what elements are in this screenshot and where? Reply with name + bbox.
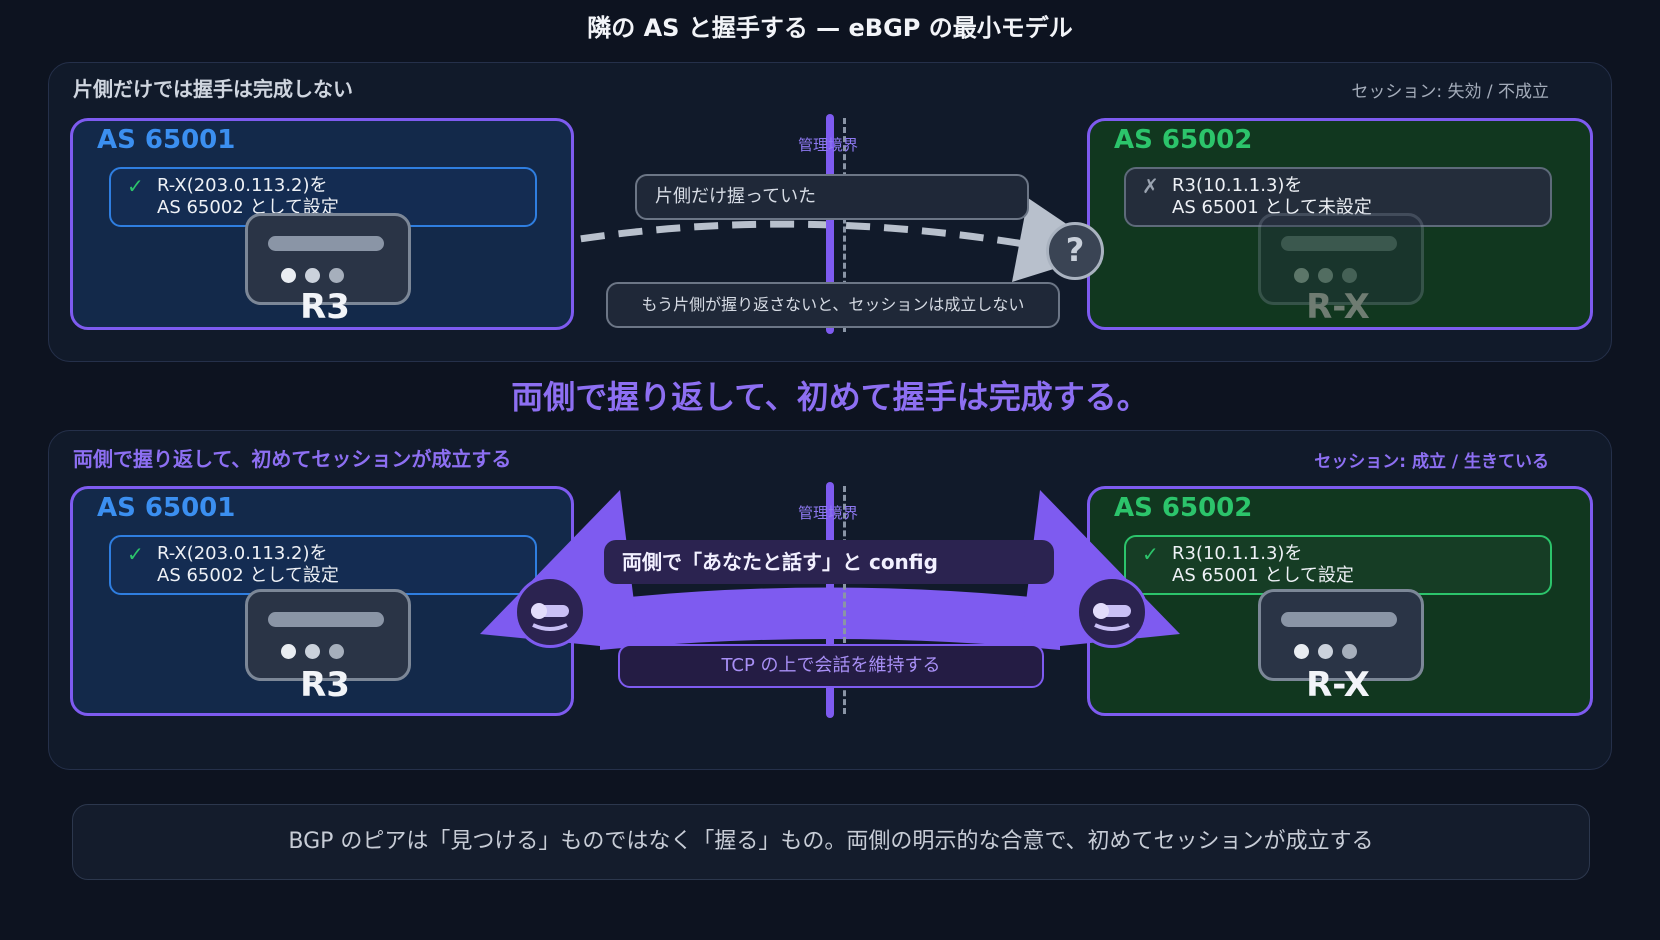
as-label: AS 65001 <box>97 493 236 523</box>
config-note: ✓ R-X(203.0.113.2)を AS 65002 として設定 <box>109 535 537 595</box>
top-boundary-dashed-line <box>843 118 846 332</box>
config-line-2: AS 65002 として設定 <box>157 565 339 586</box>
question-icon: ? <box>1046 222 1104 280</box>
diagram-title: 隣の AS と握手する — eBGP の最小モデル <box>587 14 1073 42</box>
bottom-boundary-line <box>826 482 834 718</box>
bottom-panel-title: 両側で握り返して、初めてセッションが成立する <box>73 447 512 471</box>
callout-text: TCP の上で会話を維持する <box>721 655 941 676</box>
as-label: AS 65002 <box>1114 125 1253 155</box>
router-icon <box>1258 589 1424 681</box>
config-line-1: R-X(203.0.113.2)を <box>157 175 328 196</box>
router-name: R-X <box>1306 287 1370 327</box>
bottom-boundary-label: 管理境界 <box>798 504 859 522</box>
check-icon: ✓ <box>127 542 144 566</box>
check-icon: ✓ <box>1142 542 1159 566</box>
top-as-65001-box: AS 65001 ✓ R-X(203.0.113.2)を AS 65002 とし… <box>70 118 574 330</box>
question-glyph: ? <box>1065 231 1085 269</box>
config-line-2: AS 65001 として設定 <box>1172 565 1354 586</box>
top-boundary-line <box>826 114 834 334</box>
top-callout-one-side: 片側だけ握っていた <box>635 174 1029 220</box>
handshake-icon <box>1076 576 1148 648</box>
top-as-65002-box: AS 65002 ✗ R3(10.1.1.3)を AS 65001 として未設定… <box>1087 118 1593 330</box>
bottom-boundary-dashed-line <box>843 486 846 714</box>
config-line-1: R3(10.1.1.3)を <box>1172 175 1303 196</box>
config-line-1: R-X(203.0.113.2)を <box>157 543 328 564</box>
top-panel-title: 片側だけでは握手は完成しない <box>73 77 353 101</box>
top-session-status: セッション: 失効 / 不成立 <box>1351 82 1549 102</box>
router-icon <box>245 213 411 305</box>
config-line-2: AS 65002 として設定 <box>157 197 339 218</box>
bottom-session-status: セッション: 成立 / 生きている <box>1314 452 1549 472</box>
callout-text: 両側で「あなたと話す」と config <box>622 550 938 574</box>
router-icon <box>245 589 411 681</box>
footer-text: BGP のピアは「見つける」ものではなく「握る」もの。両側の明示的な合意で、初め… <box>288 829 1374 854</box>
config-line-2: AS 65001 として未設定 <box>1172 197 1372 218</box>
as-label: AS 65002 <box>1114 493 1253 523</box>
bottom-as-65001-box: AS 65001 ✓ R-X(203.0.113.2)を AS 65002 とし… <box>70 486 574 716</box>
callout-text: もう片側が握り返さないと、セッションは成立しない <box>641 295 1025 314</box>
router-name: R3 <box>300 665 350 705</box>
top-boundary-label: 管理境界 <box>798 136 859 154</box>
router-name: R-X <box>1306 665 1370 705</box>
config-line-1: R3(10.1.1.3)を <box>1172 543 1303 564</box>
footer-summary: BGP のピアは「見つける」ものではなく「握る」もの。両側の明示的な合意で、初め… <box>72 804 1590 880</box>
middle-message: 両側で握り返して、初めて握手は完成する。 <box>511 378 1149 416</box>
bottom-as-65002-box: AS 65002 ✓ R3(10.1.1.3)を AS 65001 として設定 … <box>1087 486 1593 716</box>
bottom-callout-config: 両側で「あなたと話す」と config <box>604 540 1054 584</box>
callout-text: 片側だけ握っていた <box>655 186 817 207</box>
config-note: ✗ R3(10.1.1.3)を AS 65001 として未設定 <box>1124 167 1552 227</box>
as-label: AS 65001 <box>97 125 236 155</box>
router-name: R3 <box>300 287 350 327</box>
bottom-callout-tcp: TCP の上で会話を維持する <box>618 644 1044 688</box>
router-icon <box>1258 213 1424 305</box>
check-icon: ✓ <box>127 174 144 198</box>
top-callout-no-session: もう片側が握り返さないと、セッションは成立しない <box>606 282 1060 328</box>
cross-icon: ✗ <box>1142 174 1159 198</box>
handshake-icon <box>514 576 586 648</box>
